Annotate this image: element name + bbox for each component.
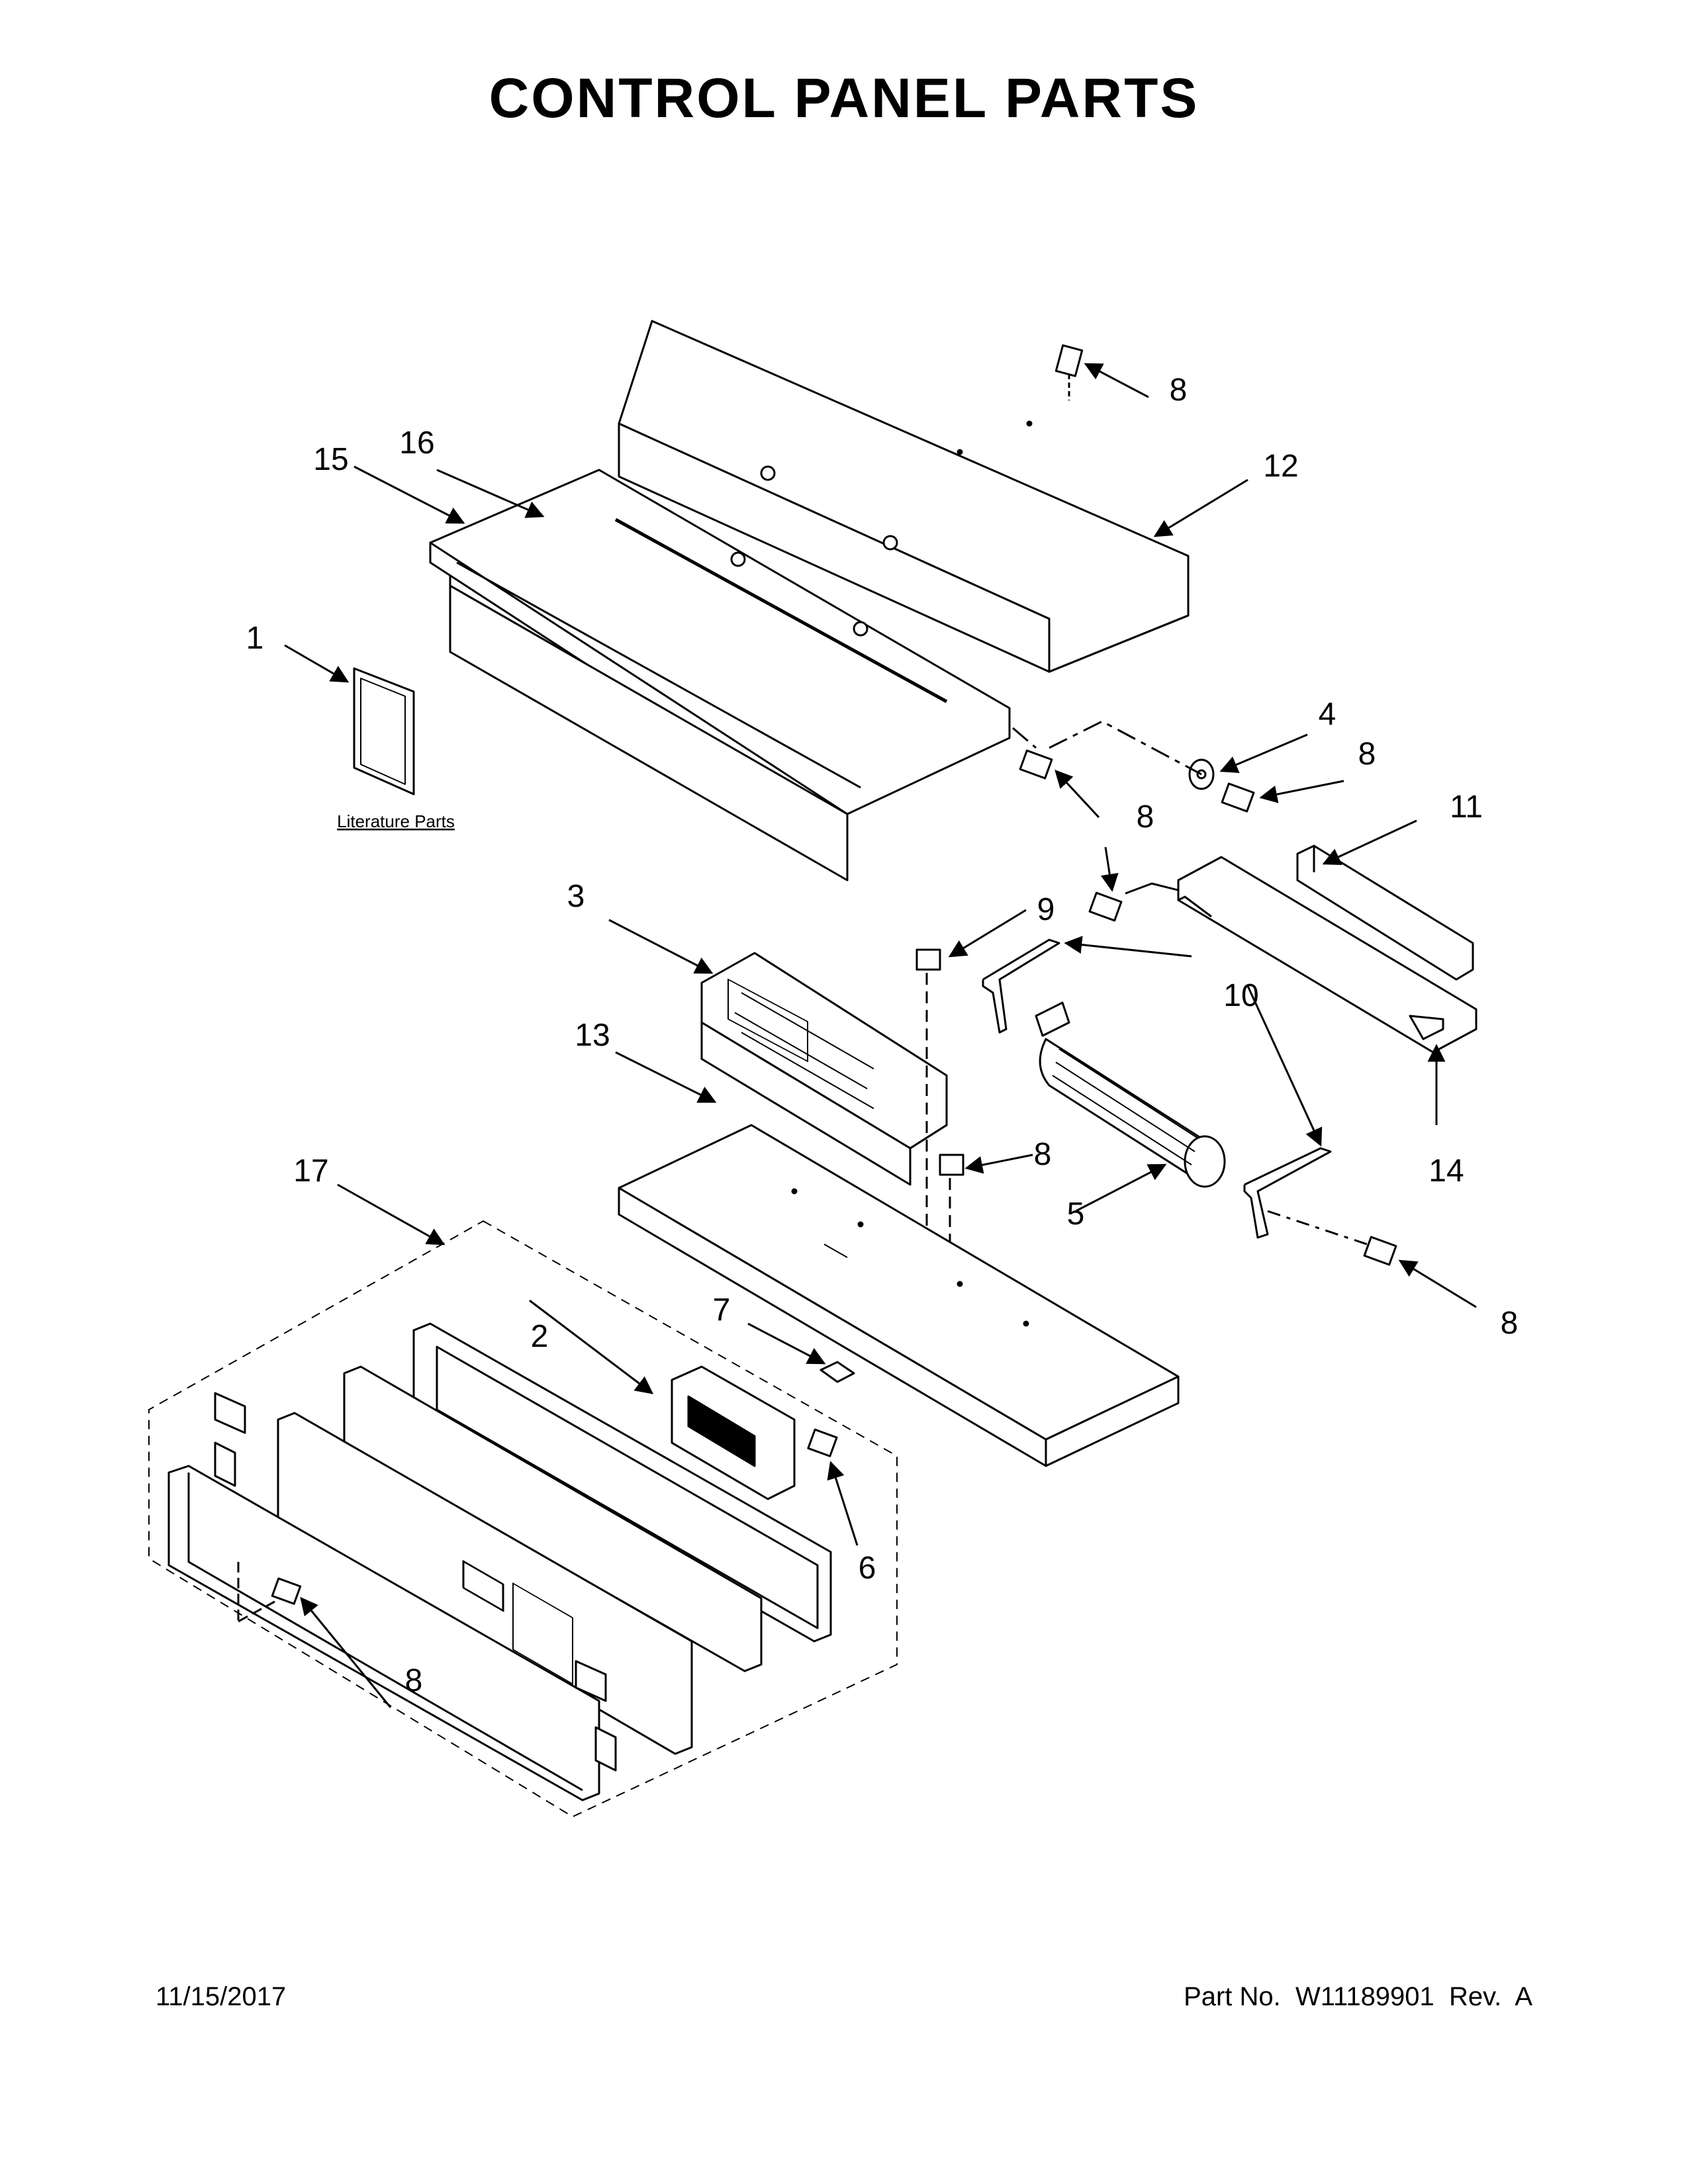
callout-8-mid: 8	[1034, 1137, 1052, 1172]
rail-part-11	[1296, 844, 1474, 981]
callout-15: 15	[313, 442, 348, 477]
callout-9: 9	[1037, 892, 1055, 927]
callout-4: 4	[1319, 697, 1336, 732]
fan-bracket-right	[1243, 1147, 1332, 1239]
clip-part-7	[820, 1361, 855, 1383]
callout-3: 3	[567, 879, 585, 914]
callout-11: 11	[1450, 790, 1483, 825]
callout-10: 10	[1223, 978, 1258, 1013]
screw-lower	[271, 1577, 302, 1605]
base-panel-part	[618, 1124, 1180, 1467]
callout-17: 17	[293, 1154, 328, 1189]
upper-panel-part	[429, 469, 1011, 882]
screw-group-middle	[915, 948, 1397, 1266]
callout-14: 14	[1429, 1154, 1464, 1189]
callout-8-right: 8	[1501, 1306, 1519, 1341]
callout-6: 6	[859, 1551, 876, 1586]
assembly-outline-17	[148, 1220, 898, 1817]
footer-part-number: Part No. W11189901 Rev. A	[1184, 1982, 1532, 2011]
fan-bracket-left	[982, 938, 1060, 1034]
callout-2: 2	[531, 1319, 549, 1354]
display-board-part	[671, 1365, 796, 1500]
callout-7: 7	[713, 1293, 731, 1328]
callout-1: 1	[246, 621, 264, 656]
callout-8-upper-panel: 8	[1137, 799, 1154, 835]
bracket-part-14	[1177, 856, 1477, 1054]
literature-part	[353, 667, 415, 796]
callout-16: 16	[399, 426, 434, 461]
callout-8-washer: 8	[1358, 737, 1376, 772]
screw-group-upper	[1019, 344, 1255, 922]
footer-date: 11/15/2017	[156, 1982, 287, 2011]
callout-8-lower: 8	[405, 1663, 423, 1698]
control-board-part	[700, 952, 948, 1186]
callout-8-top: 8	[1170, 373, 1188, 408]
callout-5: 5	[1067, 1197, 1085, 1232]
blower-fan-part	[1035, 1001, 1226, 1188]
literature-parts-label: Literature Parts	[337, 811, 455, 831]
end-caps	[214, 1392, 617, 1772]
top-cover-part	[618, 320, 1190, 673]
callout-12: 12	[1263, 449, 1298, 484]
screw-part-6	[807, 1428, 838, 1457]
trim-part	[167, 1465, 600, 1801]
page-title: CONTROL PANEL PARTS	[489, 67, 1199, 129]
callout-13: 13	[575, 1018, 610, 1053]
